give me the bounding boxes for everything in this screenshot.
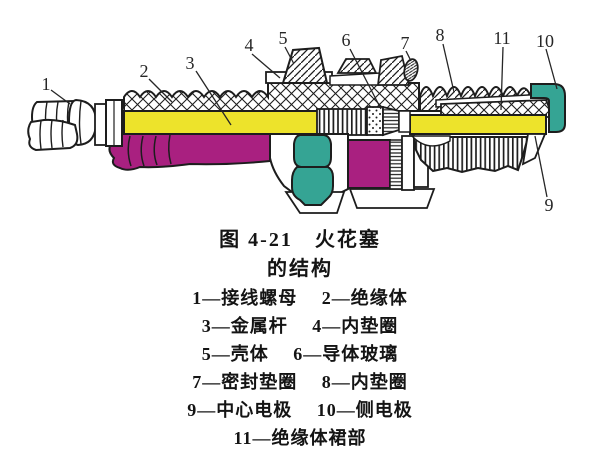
callout-5: 5 xyxy=(279,28,288,48)
terminal-nut-lower xyxy=(27,118,79,152)
leader-3 xyxy=(195,70,232,126)
callout-10: 10 xyxy=(536,31,554,51)
callout-3: 3 xyxy=(186,53,195,73)
shell-hex-right xyxy=(376,54,411,86)
legend-row-6: 11—绝缘体裙部 xyxy=(233,428,367,448)
leader-10 xyxy=(545,48,558,90)
conductive-glass xyxy=(366,106,384,136)
legend-row-3: 5—壳体 6—导体玻璃 xyxy=(201,344,399,364)
nut-lower-ribs xyxy=(39,119,64,150)
center-electrode xyxy=(409,114,547,135)
leader-2 xyxy=(148,78,173,103)
shell-hex-mid xyxy=(336,58,378,74)
callout-1: 1 xyxy=(42,74,51,94)
leader-11 xyxy=(500,46,504,111)
callout-11: 11 xyxy=(493,28,510,48)
internal-seal-bottom xyxy=(291,166,334,206)
thread-shank xyxy=(412,136,530,174)
callout-4: 4 xyxy=(245,35,254,55)
side-electrode xyxy=(530,83,566,133)
leader-6 xyxy=(349,48,382,110)
insulator-core xyxy=(347,139,391,189)
leader-5 xyxy=(284,46,295,65)
callout-6: 6 xyxy=(342,30,351,50)
leader-9 xyxy=(534,135,548,198)
callout-2: 2 xyxy=(140,61,149,81)
sealing-gasket xyxy=(403,58,419,82)
electrode-gap-white xyxy=(398,110,411,133)
shell-flat xyxy=(329,72,381,86)
shell-hex xyxy=(281,46,329,84)
legend-row-2: 3—金属杆 4—内垫圈 xyxy=(201,316,399,336)
terminal-post xyxy=(94,103,107,146)
insulator-boot xyxy=(108,133,271,171)
crimp-ring xyxy=(389,139,403,190)
leader-lines xyxy=(50,43,558,198)
leader-4 xyxy=(251,53,281,79)
insulator-body xyxy=(123,82,420,112)
boot-rib-lines xyxy=(127,134,172,167)
leader-1 xyxy=(50,89,71,105)
figure-title-line2: 的结构 xyxy=(267,258,333,280)
stud-threads xyxy=(316,108,368,136)
internal-seal-top xyxy=(293,134,332,168)
shell-bottom-mid xyxy=(348,188,436,209)
legend-row-4: 7—密封垫圈 8—内垫圈 xyxy=(192,372,408,392)
spark-plug-svg: 1 2 3 4 5 6 7 8 11 10 9 xyxy=(27,25,566,215)
metal-rod xyxy=(123,110,319,135)
spark-plug-diagram: 1 2 3 4 5 6 7 8 11 10 9 xyxy=(0,0,600,224)
legend-row-1: 1—接线螺母 2—绝缘体 xyxy=(192,288,408,308)
shank-curve-white xyxy=(410,135,451,147)
figure-title-line1: 图 4-21 火花塞 xyxy=(219,229,381,251)
nut-cap-line xyxy=(78,100,82,145)
leader-7 xyxy=(405,50,412,62)
electrode-cone xyxy=(382,105,400,137)
callout-labels: 1 2 3 4 5 6 7 8 11 10 9 xyxy=(42,25,555,215)
callout-9: 9 xyxy=(545,195,554,215)
callout-8: 8 xyxy=(436,25,445,45)
callout-7: 7 xyxy=(401,33,410,53)
legend-row-5: 9—中心电极 10—侧电极 xyxy=(187,400,413,420)
leader-8 xyxy=(442,43,455,93)
figure-caption: 图 4-21 火花塞 的结构 1—接线螺母 2—绝缘体 3—金属杆 4—内垫圈 … xyxy=(0,224,600,452)
shell-step-1 xyxy=(401,135,415,191)
shank-tip xyxy=(521,133,547,166)
